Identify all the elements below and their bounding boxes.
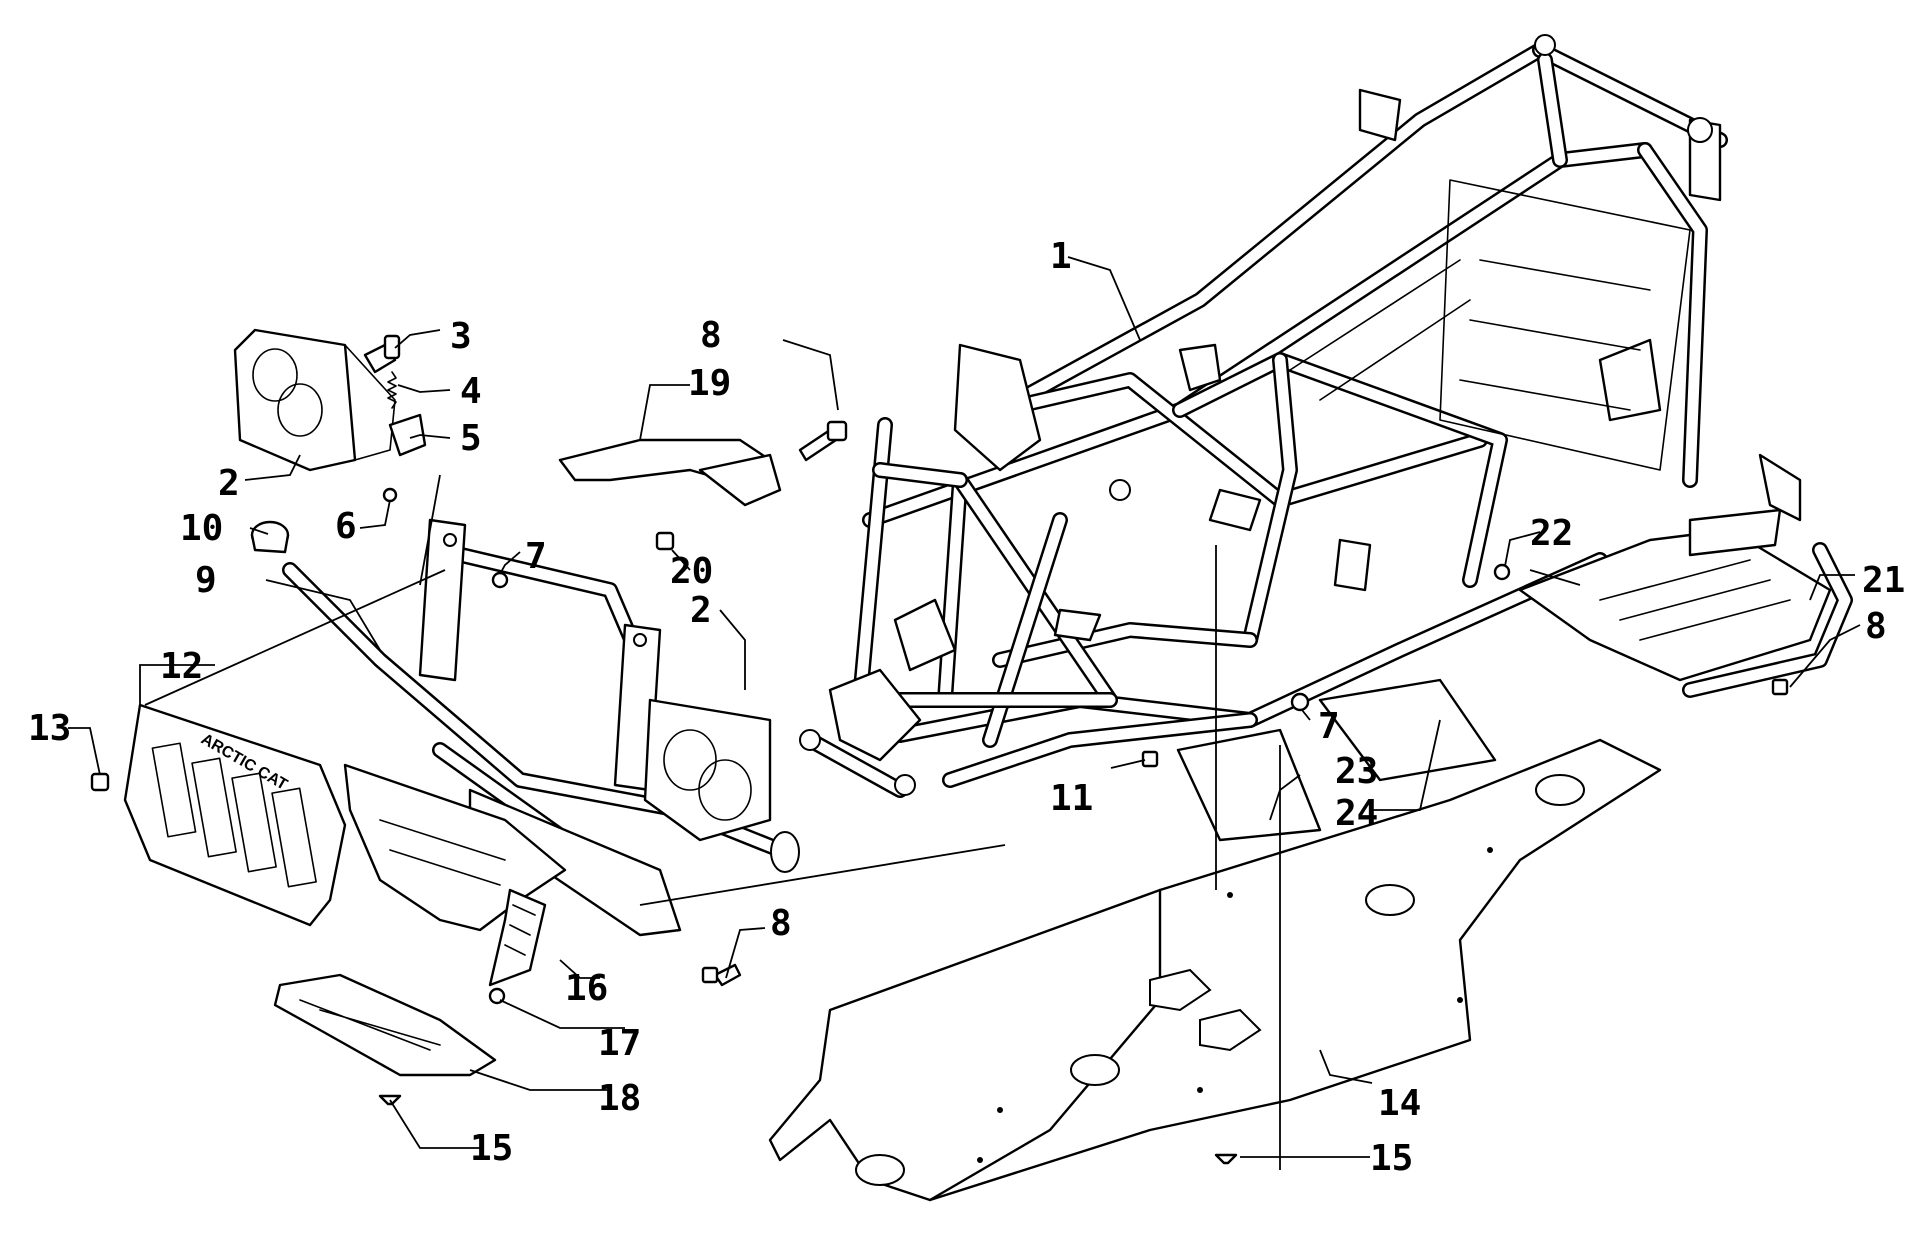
side-panel-24	[1318, 678, 1497, 782]
bolt-11	[1141, 750, 1159, 768]
main-frame	[799, 34, 1728, 798]
callout-22: 22	[1530, 513, 1573, 554]
front-skid-plate	[343, 763, 567, 987]
screw-13	[90, 772, 110, 792]
callout-8-right: 8	[1865, 606, 1887, 647]
headlight-right	[643, 698, 772, 842]
callout-labels: 1 2 2 3 4 5 6 7 7 8 8 8 9 10 11 12 13 14…	[28, 236, 1905, 1179]
callout-15-right: 15	[1370, 1138, 1413, 1179]
bolt-20	[655, 531, 675, 551]
bumper-plug	[250, 520, 290, 554]
headlight-bracket	[388, 413, 427, 457]
bolt-8a	[798, 420, 848, 462]
locknut-7a	[491, 571, 509, 589]
front-grille: ARCTIC CAT	[123, 703, 347, 927]
screw-15b	[1214, 1153, 1238, 1165]
callout-8-top: 8	[700, 315, 722, 356]
bolt-8b	[701, 963, 742, 987]
locknut-7b	[1290, 692, 1310, 712]
callout-19: 19	[688, 363, 731, 404]
headlight-bolt	[363, 334, 401, 374]
callout-12: 12	[160, 646, 203, 687]
bolt-8c	[1771, 678, 1789, 696]
callout-7-left: 7	[525, 536, 547, 577]
callout-11: 11	[1050, 778, 1093, 819]
callout-8-bottom: 8	[770, 903, 792, 944]
callout-6: 6	[335, 506, 357, 547]
callout-21: 21	[1862, 560, 1905, 601]
bracket-screw	[382, 487, 398, 503]
callout-23: 23	[1335, 751, 1378, 792]
headlight-support-bracket	[558, 438, 782, 507]
callout-15-left: 15	[470, 1128, 513, 1169]
side-panel-23	[1176, 728, 1322, 842]
callout-2-right: 2	[690, 590, 712, 631]
callout-14: 14	[1378, 1083, 1421, 1124]
callout-24: 24	[1335, 793, 1378, 834]
foot-panel	[273, 973, 497, 1077]
callout-9: 9	[195, 560, 217, 601]
callout-20: 20	[670, 551, 713, 592]
adjusting-spring	[387, 371, 397, 409]
callout-16: 16	[565, 968, 608, 1009]
bolt-22	[1493, 563, 1511, 581]
footrest	[1518, 453, 1853, 698]
skid-plate	[768, 738, 1662, 1202]
callout-5: 5	[460, 418, 482, 459]
callout-3: 3	[450, 316, 472, 357]
callout-17: 17	[598, 1023, 641, 1064]
callout-13: 13	[28, 708, 71, 749]
callout-7-right: 7	[1318, 706, 1340, 747]
callout-18: 18	[598, 1078, 641, 1119]
callout-1: 1	[1050, 236, 1072, 277]
callout-4: 4	[460, 371, 482, 412]
leader-lines	[68, 256, 1861, 1170]
headlight-left	[233, 328, 396, 472]
callout-10: 10	[180, 508, 223, 549]
callout-2-left: 2	[218, 463, 240, 504]
